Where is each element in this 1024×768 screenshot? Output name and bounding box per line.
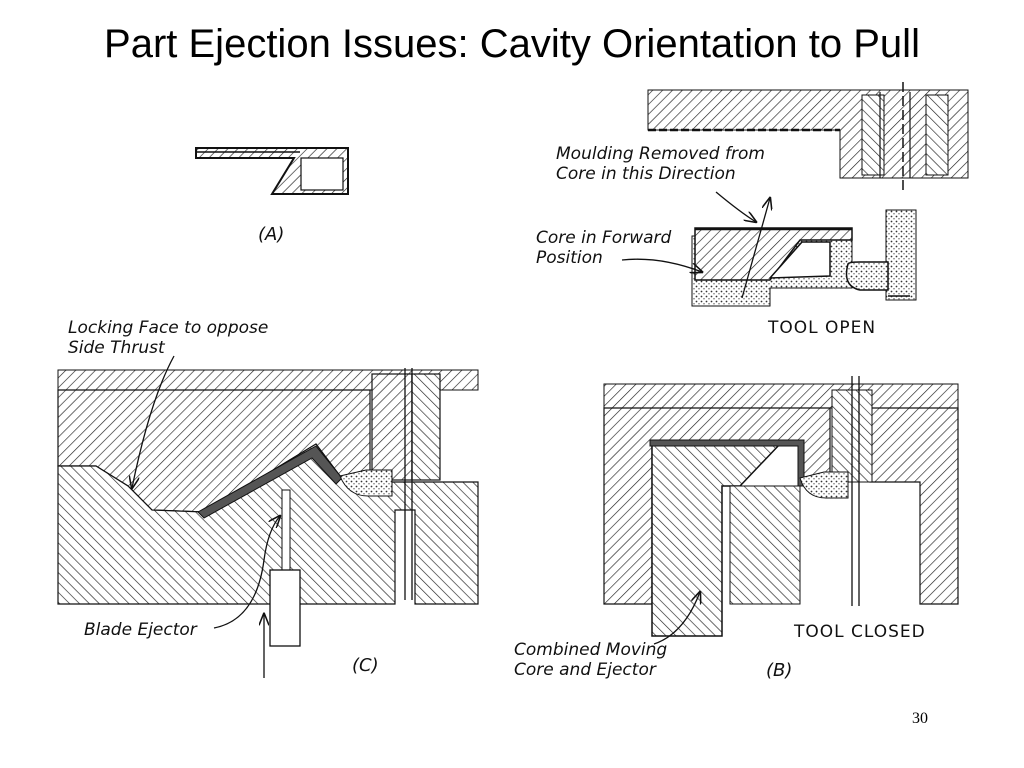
combined-core-line-2: Core and Ejector — [514, 660, 656, 680]
tool-closed-drawing-b — [603, 376, 959, 645]
moulding-part-a — [195, 147, 349, 195]
combined-core-label: Combined Moving Core and Ejector — [514, 640, 667, 680]
locking-face-label: Locking Face to oppose Side Thrust — [68, 318, 268, 358]
caption-c: (C) — [352, 655, 379, 676]
slide-title: Part Ejection Issues: Cavity Orientation… — [104, 22, 920, 66]
locking-face-line-1: Locking Face to oppose — [68, 318, 269, 338]
page-number: 30 — [912, 710, 928, 727]
tool-closed-label: TOOL CLOSED — [794, 622, 926, 642]
side-core-tool-c — [57, 355, 479, 678]
core-forward-line-2: Position — [536, 248, 603, 268]
blade-ejector-label: Blade Ejector — [84, 620, 197, 640]
caption-a: (A) — [258, 224, 285, 245]
combined-core-line-1: Combined Moving — [514, 640, 668, 660]
core-forward-label: Core in Forward Position — [536, 228, 671, 268]
moulding-removed-line-2: Core in this Direction — [556, 164, 736, 184]
core-forward-line-1: Core in Forward — [536, 228, 672, 248]
tool-open-drawing — [621, 82, 969, 307]
moulding-removed-line-1: Moulding Removed from — [556, 144, 765, 164]
moulding-removed-label: Moulding Removed from Core in this Direc… — [556, 144, 765, 184]
locking-face-line-2: Side Thrust — [68, 338, 165, 358]
tool-open-label: TOOL OPEN — [768, 318, 877, 338]
caption-b: (B) — [766, 660, 793, 681]
